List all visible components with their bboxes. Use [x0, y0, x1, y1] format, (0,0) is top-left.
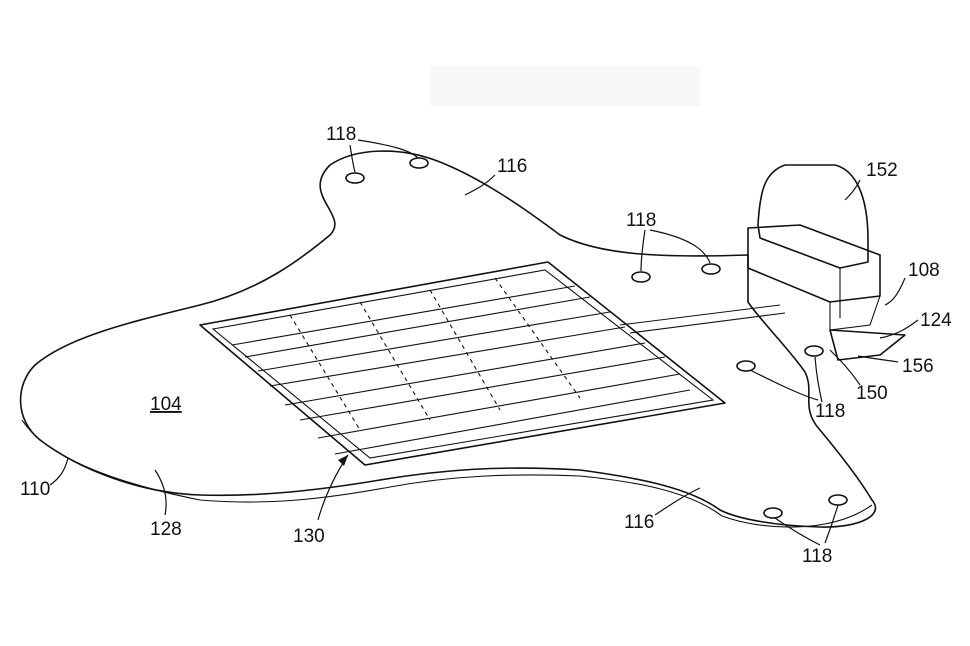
label-116-top: 116	[497, 156, 527, 177]
label-156: 156	[902, 356, 934, 377]
label-124: 124	[920, 310, 952, 331]
label-150: 150	[856, 383, 888, 404]
label-110: 110	[20, 479, 50, 500]
scan-artifact	[430, 66, 700, 106]
label-128: 128	[150, 519, 182, 540]
leader-lines	[49, 139, 919, 546]
label-118-bottom: 118	[802, 546, 832, 567]
label-118-top-left: 118	[326, 124, 356, 145]
label-152: 152	[866, 160, 898, 181]
label-108: 108	[908, 260, 940, 281]
body-outline	[19, 150, 877, 528]
label-130: 130	[293, 526, 325, 547]
mounting-holes	[345, 157, 848, 519]
label-118-center: 118	[626, 210, 656, 231]
connector-strip	[619, 304, 786, 334]
label-118-right: 118	[815, 401, 845, 422]
label-104: 104	[150, 394, 182, 415]
label-116-bottom: 116	[624, 512, 654, 533]
body-lower-edge	[21, 419, 873, 528]
sensor-array	[199, 261, 726, 466]
module-block	[747, 164, 906, 361]
